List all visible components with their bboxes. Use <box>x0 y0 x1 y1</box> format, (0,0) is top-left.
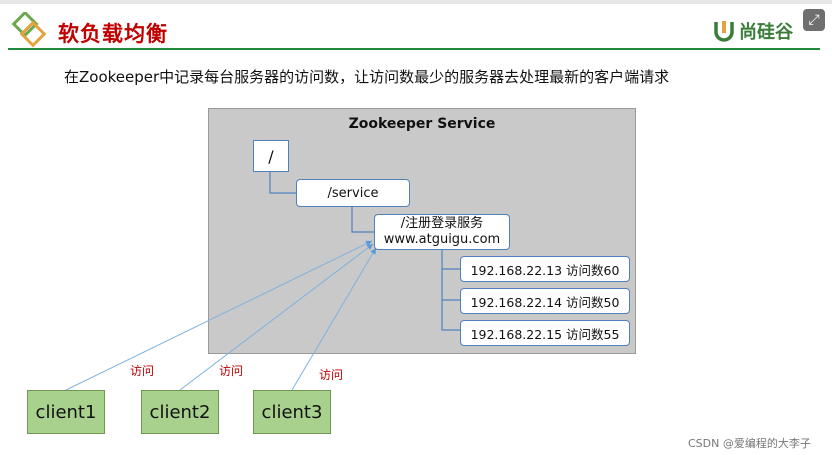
subtitle: 在Zookeeper中记录每台服务器的访问数，让访问数最少的服务器去处理最新的客… <box>64 68 670 86</box>
server-znode-2: 192.168.22.14 访问数50 <box>460 288 630 314</box>
client3-access-arrow <box>291 247 377 391</box>
service-znode: /service <box>296 179 410 207</box>
register-service-path: /注册登录服务 <box>400 216 484 231</box>
zookeeper-service-title: Zookeeper Service <box>348 116 496 132</box>
service-to-register-connector <box>351 207 374 233</box>
client1-access-arrow <box>65 240 373 391</box>
register-service-znode: /注册登录服务 www.atguigu.com <box>374 214 510 250</box>
register-service-domain: www.atguigu.com <box>383 232 501 247</box>
client2-box: client2 <box>141 390 219 434</box>
brand-name: 尚硅谷 <box>739 22 793 43</box>
server-znode-3: 192.168.22.15 访问数55 <box>460 320 630 346</box>
client3-box: client3 <box>253 390 331 434</box>
slide-title: 软负载均衡 <box>58 22 168 46</box>
csdn-watermark: CSDN @爱编程的大李子 <box>688 437 811 450</box>
brand-u-icon <box>714 21 734 42</box>
register-to-server-connector <box>441 250 460 331</box>
access-label-1: 访问 <box>130 364 155 378</box>
server-znode-1: 192.168.22.13 访问数60 <box>460 256 630 282</box>
client2-access-arrow <box>179 243 374 391</box>
diamond-logo-icon <box>11 12 47 48</box>
top-rule <box>0 0 832 4</box>
client1-box: client1 <box>27 390 105 434</box>
expand-button[interactable]: ⤢ <box>803 9 825 31</box>
brand-logo: 尚硅谷 <box>712 18 793 44</box>
title-underline <box>8 48 820 50</box>
root-znode: / <box>253 140 289 172</box>
access-label-3: 访问 <box>319 368 344 382</box>
access-label-2: 访问 <box>219 364 244 378</box>
root-to-service-connector <box>269 172 296 194</box>
